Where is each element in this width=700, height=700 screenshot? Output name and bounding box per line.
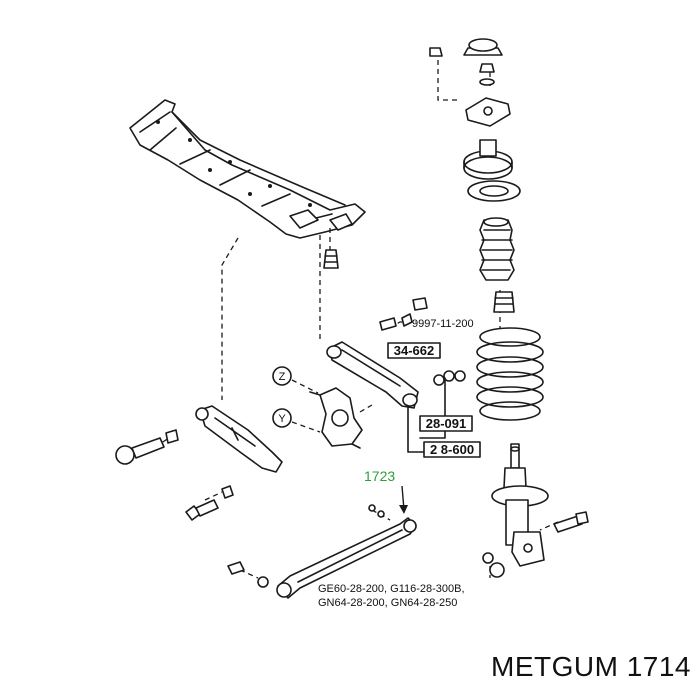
callout-box-link-bolt: 28-091 <box>419 415 473 432</box>
strut-fasteners <box>482 511 589 578</box>
dust-boot <box>479 217 515 281</box>
lower-lateral-link <box>276 517 417 599</box>
lower-left-bolt <box>185 485 234 521</box>
strut-mount-stack <box>429 38 521 202</box>
callout-box-link-bracket: 2 8-600 <box>423 441 481 458</box>
callout-bushing-label: 34-662 <box>394 343 434 358</box>
marker-z-label: Z <box>279 371 286 383</box>
highlighted-part-label: 1723 <box>364 468 395 484</box>
callout-link-bolt-label: 28-091 <box>426 416 466 431</box>
lower-link-fasteners <box>227 504 385 588</box>
trailing-arm <box>195 405 283 473</box>
upper-lateral-link <box>326 341 419 409</box>
crossmember-bump-stop <box>323 249 339 269</box>
applications-line-2: GN64-28-200, GN64-28-250 <box>318 597 457 609</box>
shock-absorber <box>491 443 549 567</box>
applications-line-1: GE60-28-200, G116-28-300B, <box>318 583 465 595</box>
marker-y-label: Y <box>278 413 286 425</box>
callout-link-bracket-label: 2 8-600 <box>430 442 474 457</box>
rear-knuckle <box>309 387 363 449</box>
callout-box-bushing: 34-662 <box>387 342 441 359</box>
marker-y: Y <box>272 408 321 433</box>
marker-z: Z <box>272 366 319 394</box>
part-number-top: 9997-11-200 <box>412 318 474 330</box>
trailing-arm-bolt <box>115 429 179 465</box>
highlight-callout: 1723 <box>364 468 408 514</box>
upper-link-fasteners <box>379 297 466 453</box>
bump-stop <box>493 291 515 313</box>
coil-spring <box>476 327 544 421</box>
footer-brand-part: METGUM 1714 <box>491 651 691 682</box>
rear-crossmember <box>129 99 366 239</box>
